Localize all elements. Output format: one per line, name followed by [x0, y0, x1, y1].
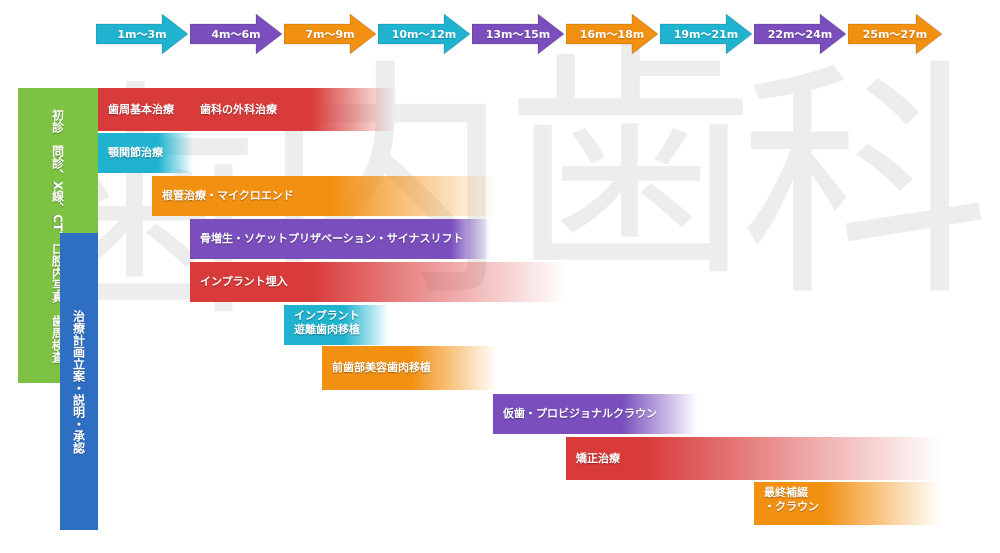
timeline-arrow-label: 13m～15m — [485, 28, 551, 41]
watermark-char-4: 科 — [740, 39, 990, 330]
treatment-bar-label: 骨増生・ソケットプリザベーション・サイナスリフト — [200, 232, 464, 245]
treatment-bar-periodontal-basic-treatment: 歯周基本治療 — [98, 88, 190, 131]
treatment-bar-implant-free-gingival-graft: インプラント 遊離歯肉移植 — [284, 305, 389, 345]
treatment-bar-orthodontic-treatment: 矯正治療 — [566, 437, 941, 480]
treatment-bar-bone-augmentation-sinus-lift: 骨増生・ソケットプリザベーション・サイナスリフト — [190, 219, 490, 259]
treatment-bar-label: 歯周基本治療 — [108, 102, 174, 116]
arrow-shape-icon — [377, 12, 471, 56]
arrow-shape-icon — [847, 12, 943, 56]
timeline-arrow-25-27m: 25m～27m — [847, 12, 943, 56]
timeline-arrow-10-12m: 10m～12m — [377, 12, 471, 56]
arrow-shape-icon — [659, 12, 753, 56]
treatment-bar-root-canal-microendo: 根管治療・マイクロエンド — [152, 176, 497, 216]
timeline-arrow-label: 19m～21m — [673, 28, 739, 41]
treatment-bar-final-prosthesis-crown: 最終補綴 ・クラウン — [754, 482, 941, 525]
treatment-bar-label: 最終補綴 ・クラウン — [764, 486, 819, 513]
arrow-shape-icon — [189, 12, 283, 56]
treatment-bar-provisional-crown: 仮歯・プロビジョナルクラウン — [493, 394, 698, 434]
arrow-shape-icon — [565, 12, 659, 56]
timeline-arrow-1-3m: 1m～3m — [95, 12, 189, 56]
treatment-bar-implant-placement: インプラント埋入 — [190, 262, 565, 302]
timeline-arrow-7-9m: 7m～9m — [283, 12, 377, 56]
timeline-arrow-label: 4m～6m — [211, 28, 261, 41]
treatment-planning-phase: 治療計画立案・説明・承認 — [60, 233, 98, 530]
arrow-shape-icon — [753, 12, 847, 56]
treatment-bar-label: 矯正治療 — [576, 451, 620, 465]
treatment-bar-anterior-aesthetic-gingival-graft: 前歯部美容歯肉移植 — [322, 346, 497, 390]
treatment-bar-label: インプラント埋入 — [200, 275, 288, 288]
arrow-shape-icon — [471, 12, 565, 56]
arrow-shape-icon — [95, 12, 189, 56]
timeline-arrow-16-18m: 16m～18m — [565, 12, 659, 56]
treatment-bar-label: 歯科の外科治療 — [200, 102, 277, 116]
timeline-arrow-4-6m: 4m～6m — [189, 12, 283, 56]
timeline-arrow-label: 22m～24m — [767, 28, 833, 41]
treatment-bar-label: 仮歯・プロビジョナルクラウン — [503, 407, 657, 420]
timeline-arrow-label: 16m～18m — [579, 28, 645, 41]
treatment-bar-label: 前歯部美容歯肉移植 — [332, 361, 431, 374]
timeline-arrow-label: 25m～27m — [862, 28, 928, 41]
timeline-arrow-label: 10m～12m — [391, 28, 457, 41]
timeline-arrow-label: 1m～3m — [117, 28, 167, 41]
arrow-shape-icon — [283, 12, 377, 56]
treatment-bar-dental-surgery: 歯科の外科治療 — [190, 88, 395, 131]
watermark-char-3: 歯 — [505, 19, 755, 310]
treatment-planning-label: 治療計画立案・説明・承認 — [71, 309, 86, 454]
treatment-bar-tmj-treatment: 顎関節治療 — [98, 133, 193, 173]
timeline-arrow-13-15m: 13m～15m — [471, 12, 565, 56]
treatment-bar-label: 顎関節治療 — [108, 146, 163, 159]
treatment-bar-label: 根管治療・マイクロエンド — [162, 189, 294, 202]
treatment-bar-label: インプラント 遊離歯肉移植 — [294, 309, 360, 336]
timeline-arrow-label: 7m～9m — [305, 28, 355, 41]
timeline-arrow-22-24m: 22m～24m — [753, 12, 847, 56]
timeline-arrow-19-21m: 19m～21m — [659, 12, 753, 56]
